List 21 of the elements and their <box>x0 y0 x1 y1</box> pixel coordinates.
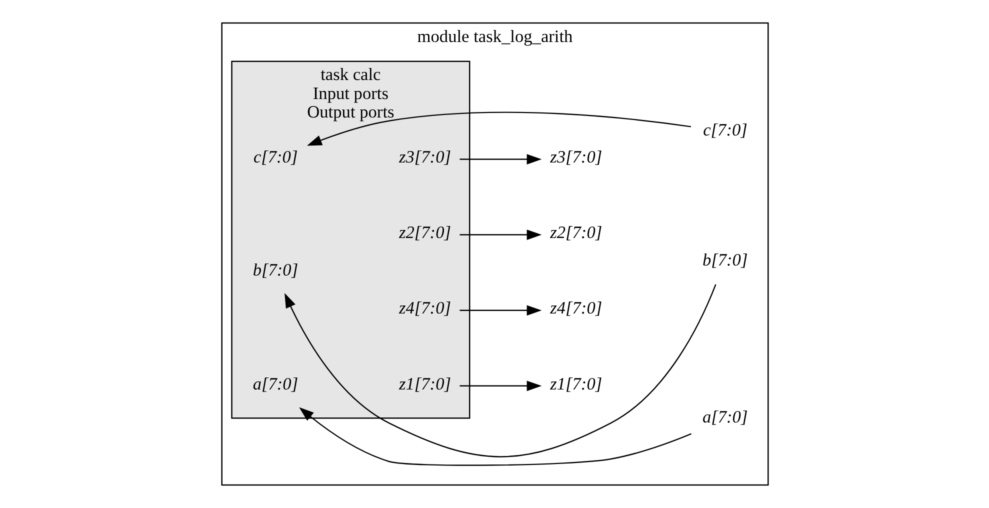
arrow <box>298 407 691 466</box>
node-text: z3[7:0] <box>550 148 602 167</box>
node-text: c[7:0] <box>702 120 747 140</box>
node-text: z1[7:0] <box>398 374 450 394</box>
node-text: c[7:0] <box>252 148 298 167</box>
node-text: z4[7:0] <box>550 298 602 318</box>
node-text: b[7:0] <box>702 250 748 270</box>
arrow <box>459 230 542 240</box>
arrow <box>459 380 542 392</box>
arrow <box>459 154 542 164</box>
arrow <box>459 305 542 316</box>
node-text: z2[7:0] <box>550 223 602 242</box>
arrow <box>284 284 716 458</box>
node-text: z2[7:0] <box>398 223 450 242</box>
arrow <box>306 112 691 146</box>
node-text: z1[7:0] <box>550 374 602 394</box>
node-text: z4[7:0] <box>398 298 450 318</box>
node-text: a[7:0] <box>252 374 298 394</box>
node-text: a[7:0] <box>702 408 748 427</box>
node-text: z3[7:0] <box>398 148 450 167</box>
node-text: b[7:0] <box>252 260 298 280</box>
